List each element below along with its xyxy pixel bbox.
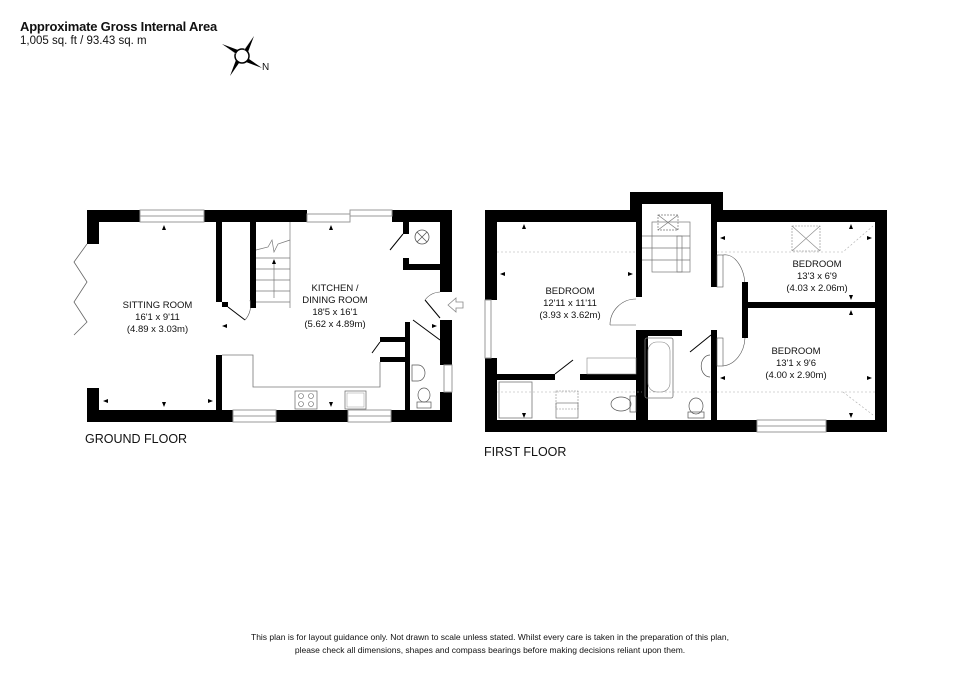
- first-floor-label: FIRST FLOOR: [484, 445, 567, 459]
- ground-floor-plan: [73, 209, 464, 423]
- room-bedroom-2: BEDROOM 13'3 x 6'9 (4.03 x 2.06m): [772, 259, 862, 295]
- room-name: BEDROOM: [545, 286, 595, 297]
- compass-north-label: N: [262, 62, 270, 73]
- area-title: Approximate Gross Internal Area: [20, 19, 218, 34]
- room-dimensions-imperial: 16'1 x 9'11: [135, 312, 180, 323]
- room-name-line2: DINING ROOM: [302, 295, 368, 306]
- ground-floor-label: GROUND FLOOR: [85, 432, 188, 446]
- compass-icon: [222, 36, 262, 76]
- room-dimensions-metric: (4.89 x 3.03m): [126, 324, 189, 335]
- room-dimensions-metric: (3.93 x 3.62m): [539, 310, 601, 321]
- disclaimer: This plan is for layout guidance only. N…: [0, 631, 980, 657]
- room-dimensions-metric: (4.00 x 2.90m): [765, 370, 827, 381]
- room-dimensions-metric: (5.62 x 4.89m): [304, 319, 366, 330]
- disclaimer-line-1: This plan is for layout guidance only. N…: [251, 632, 729, 642]
- room-name: BEDROOM: [792, 259, 842, 270]
- room-bedroom-3: BEDROOM 13'1 x 9'6 (4.00 x 2.90m): [751, 346, 841, 382]
- room-dimensions-imperial: 18'5 x 16'1: [312, 307, 358, 318]
- area-value: 1,005 sq. ft / 93.43 sq. m: [20, 35, 147, 47]
- room-name: SITTING ROOM: [122, 300, 193, 311]
- room-sitting-room: SITTING ROOM 16'1 x 9'11 (4.89 x 3.03m): [110, 300, 205, 336]
- first-floor-plan: [484, 192, 887, 433]
- room-name: BEDROOM: [771, 346, 821, 357]
- room-dimensions-metric: (4.03 x 2.06m): [786, 283, 848, 294]
- room-kitchen-dining: KITCHEN / DINING ROOM 18'5 x 16'1 (5.62 …: [290, 283, 380, 331]
- disclaimer-line-2: please check all dimensions, shapes and …: [294, 645, 686, 655]
- room-bedroom-1: BEDROOM 12'11 x 11'11 (3.93 x 3.62m): [525, 286, 615, 322]
- room-dimensions-imperial: 13'3 x 6'9: [796, 271, 838, 282]
- room-name-line1: KITCHEN /: [311, 283, 359, 294]
- room-dimensions-imperial: 13'1 x 9'6: [775, 358, 817, 369]
- room-dimensions-imperial: 12'11 x 11'11: [543, 298, 597, 309]
